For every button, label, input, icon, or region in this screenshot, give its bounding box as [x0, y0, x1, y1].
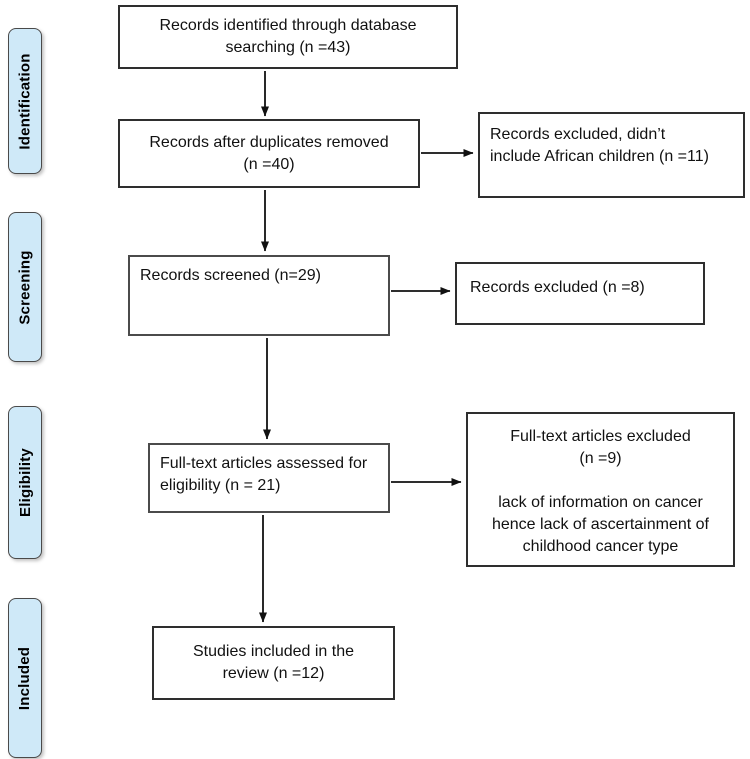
stage-identification-label: Identification — [16, 52, 34, 150]
box-records-excluded-children-text: Records excluded, didn’t include African… — [490, 126, 709, 165]
stage-included-label: Included — [16, 646, 34, 710]
box-fulltext-assessed-text: Full-text articles assessed for eligibil… — [160, 455, 368, 494]
box-duplicates-removed: Records after duplicates removed (n =40) — [118, 119, 420, 188]
box-fulltext-excluded: Full-text articles excluded (n =9) lack … — [466, 412, 735, 567]
box-fulltext-excluded-text: Full-text articles excluded (n =9) lack … — [491, 428, 709, 555]
box-records-excluded-children: Records excluded, didn’t include African… — [478, 112, 745, 198]
box-studies-included-text: Studies included in the review (n =12) — [193, 643, 354, 682]
stage-eligibility: Eligibility — [8, 406, 42, 559]
box-records-identified-text: Records identified through database sear… — [159, 17, 417, 56]
box-records-excluded-screening-text: Records excluded (n =8) — [470, 279, 645, 296]
box-records-identified: Records identified through database sear… — [118, 5, 458, 69]
box-studies-included: Studies included in the review (n =12) — [152, 626, 395, 700]
stage-screening-label: Screening — [16, 249, 34, 325]
stage-identification: Identification — [8, 28, 42, 174]
box-records-screened: Records screened (n=29) — [128, 255, 390, 336]
stage-screening: Screening — [8, 212, 42, 362]
box-duplicates-removed-text: Records after duplicates removed (n =40) — [149, 133, 389, 173]
stage-eligibility-label: Eligibility — [16, 448, 34, 517]
stage-included: Included — [8, 598, 42, 758]
box-records-excluded-screening: Records excluded (n =8) — [455, 262, 705, 325]
box-fulltext-assessed: Full-text articles assessed for eligibil… — [148, 443, 390, 513]
box-records-screened-text: Records screened (n=29) — [140, 267, 321, 284]
